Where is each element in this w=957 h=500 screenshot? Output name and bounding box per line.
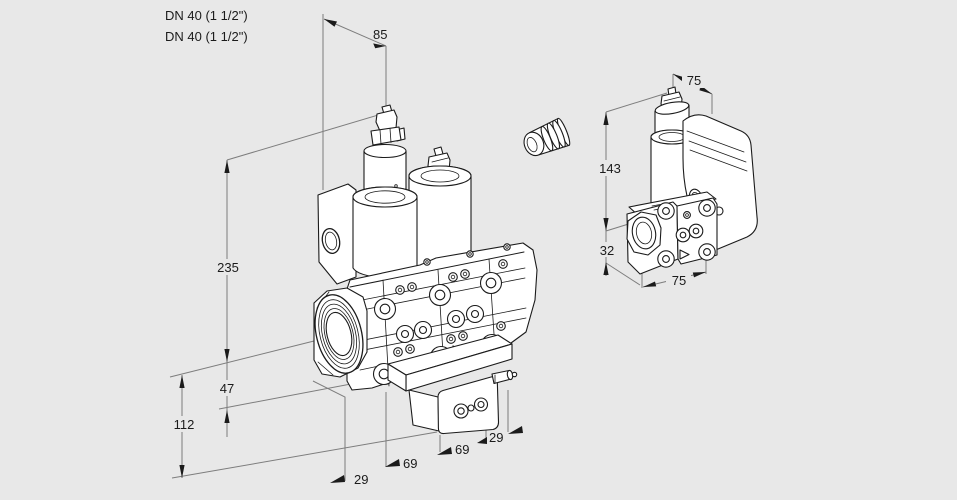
cover-screws <box>393 259 508 357</box>
labels: DN 40 (1 1/2") DN 40 (1 1/2") 85 235 47 … <box>165 8 701 487</box>
solenoid-coil-right <box>408 146 472 274</box>
dim-label-143: 143 <box>599 161 621 176</box>
side-valve-body <box>626 191 718 275</box>
dim-label-112: 112 <box>174 417 195 432</box>
mounting-bracket <box>317 183 357 285</box>
main-valve-view <box>313 104 538 435</box>
pressure-test-points <box>395 304 485 344</box>
side-nipple <box>491 369 518 385</box>
dim-label-47: 47 <box>220 381 234 396</box>
cable-gland-part <box>523 117 571 157</box>
dim-label-69-first: 69 <box>403 456 417 471</box>
dim-label-235: 235 <box>217 260 239 275</box>
dim-label-85: 85 <box>373 27 387 42</box>
port-label-bottom: DN 40 (1 1/2") <box>165 29 248 44</box>
dimension-lines-main <box>169 14 509 481</box>
dim-label-69-second: 69 <box>455 442 469 457</box>
top-band-bolts <box>423 243 511 266</box>
dim-label-29-left: 29 <box>354 472 368 487</box>
dim-label-75-top: 75 <box>687 73 701 88</box>
side-valve-connector-cap <box>654 86 690 138</box>
solenoid-coil-left <box>352 104 418 279</box>
dim-label-32: 32 <box>600 243 614 258</box>
inlet-flange-threaded <box>313 287 368 378</box>
dim-label-75-bottom: 75 <box>672 273 686 288</box>
side-valve-view <box>626 86 758 275</box>
pressure-switch-adapter <box>387 334 518 435</box>
port-label-top: DN 40 (1 1/2") <box>165 8 248 23</box>
label-masks <box>169 73 706 432</box>
dim-label-29-right: 29 <box>489 430 503 445</box>
